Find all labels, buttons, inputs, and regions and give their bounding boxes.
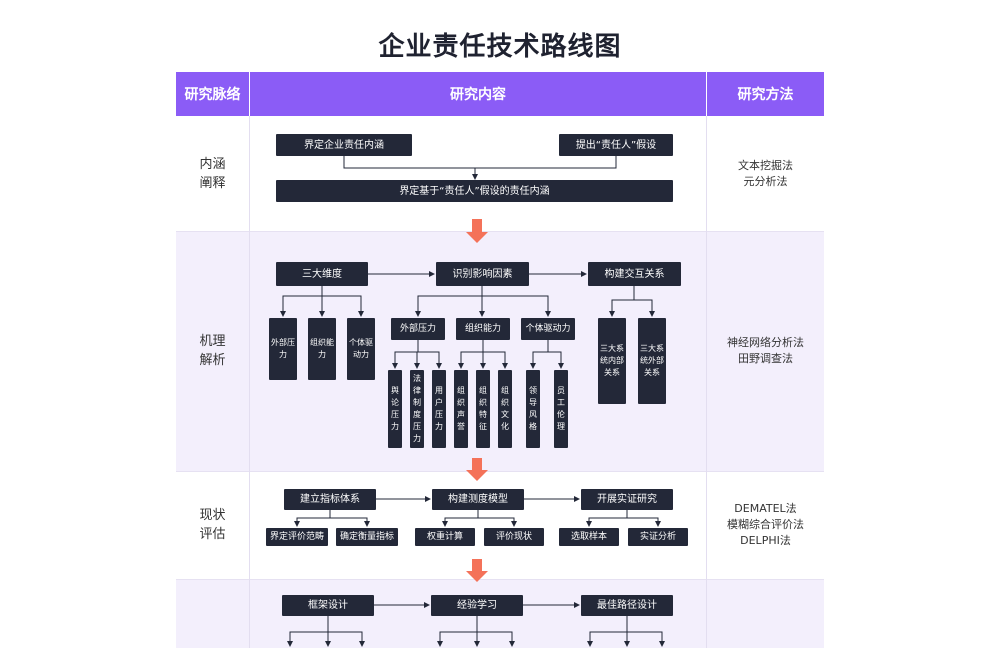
box-empirical-research: 开展实证研究 bbox=[581, 489, 673, 510]
box-org-capability: 组织能力 bbox=[308, 318, 336, 380]
column-divider bbox=[249, 116, 250, 648]
header-method: 研究方法 bbox=[707, 72, 824, 116]
box-identify-factors: 识别影响因素 bbox=[436, 262, 529, 286]
box-external-relations: 三大系统外部关系 bbox=[638, 318, 666, 404]
box-propose-hypothesis: 提出“责任人”假设 bbox=[559, 134, 673, 156]
box-org-capability-mid: 组织能力 bbox=[456, 318, 510, 340]
box-evaluation-scope: 界定评价范畴 bbox=[266, 528, 328, 546]
header-context: 研究脉络 bbox=[176, 72, 249, 116]
header-content: 研究内容 bbox=[250, 72, 706, 116]
row-divider bbox=[176, 231, 824, 232]
box-org-characteristics: 组织特征 bbox=[476, 370, 490, 448]
row-divider bbox=[176, 579, 824, 580]
category-connotation: 内涵 阐释 bbox=[199, 156, 226, 191]
box-three-dimensions: 三大维度 bbox=[276, 262, 368, 286]
category-assessment: 现状 评估 bbox=[199, 508, 226, 542]
row-divider bbox=[176, 471, 824, 472]
box-employee-ethics: 员工伦理 bbox=[554, 370, 568, 448]
box-define-connotation: 界定企业责任内涵 bbox=[276, 134, 412, 156]
box-empirical-analysis: 实证分析 bbox=[628, 528, 688, 546]
box-individual-drive: 个体驱动力 bbox=[347, 318, 375, 380]
box-experience-learning: 经验学习 bbox=[431, 595, 523, 616]
box-org-culture: 组织文化 bbox=[498, 370, 512, 448]
column-divider bbox=[706, 116, 707, 648]
box-select-sample: 选取样本 bbox=[559, 528, 619, 546]
box-framework-design: 框架设计 bbox=[282, 595, 374, 616]
box-define-based-connotation: 界定基于“责任人”假设的责任内涵 bbox=[276, 180, 673, 202]
box-external-pressure-mid: 外部压力 bbox=[391, 318, 445, 340]
box-legal-pressure: 法律制度压力 bbox=[410, 370, 424, 448]
page-title: 企业责任技术路线图 bbox=[378, 32, 622, 62]
box-user-pressure: 用户压力 bbox=[432, 370, 446, 448]
box-external-pressure: 外部压力 bbox=[269, 318, 297, 380]
box-measurement-model: 构建测度模型 bbox=[432, 489, 524, 510]
methods-connotation: 文本挖掘法 元分析法 bbox=[738, 158, 793, 188]
box-weight-calc: 权重计算 bbox=[415, 528, 475, 546]
box-public-opinion-pressure: 舆论压力 bbox=[388, 370, 402, 448]
methods-assessment: DEMATEL法 模糊综合评价法 DELPHI法 bbox=[727, 502, 804, 547]
box-internal-relations: 三大系统内部关系 bbox=[598, 318, 626, 404]
box-individual-drive-mid: 个体驱动力 bbox=[521, 318, 575, 340]
box-optimal-path: 最佳路径设计 bbox=[581, 595, 673, 616]
category-mechanism: 机理 解析 bbox=[199, 334, 226, 368]
box-leadership-style: 领导风格 bbox=[526, 370, 540, 448]
methods-mechanism: 神经网络分析法 田野调查法 bbox=[727, 336, 804, 365]
box-build-interaction: 构建交互关系 bbox=[588, 262, 681, 286]
box-index-system: 建立指标体系 bbox=[284, 489, 376, 510]
box-org-reputation: 组织声誉 bbox=[454, 370, 468, 448]
box-measure-indicators: 确定衡量指标 bbox=[336, 528, 398, 546]
box-evaluate-status: 评价现状 bbox=[484, 528, 544, 546]
